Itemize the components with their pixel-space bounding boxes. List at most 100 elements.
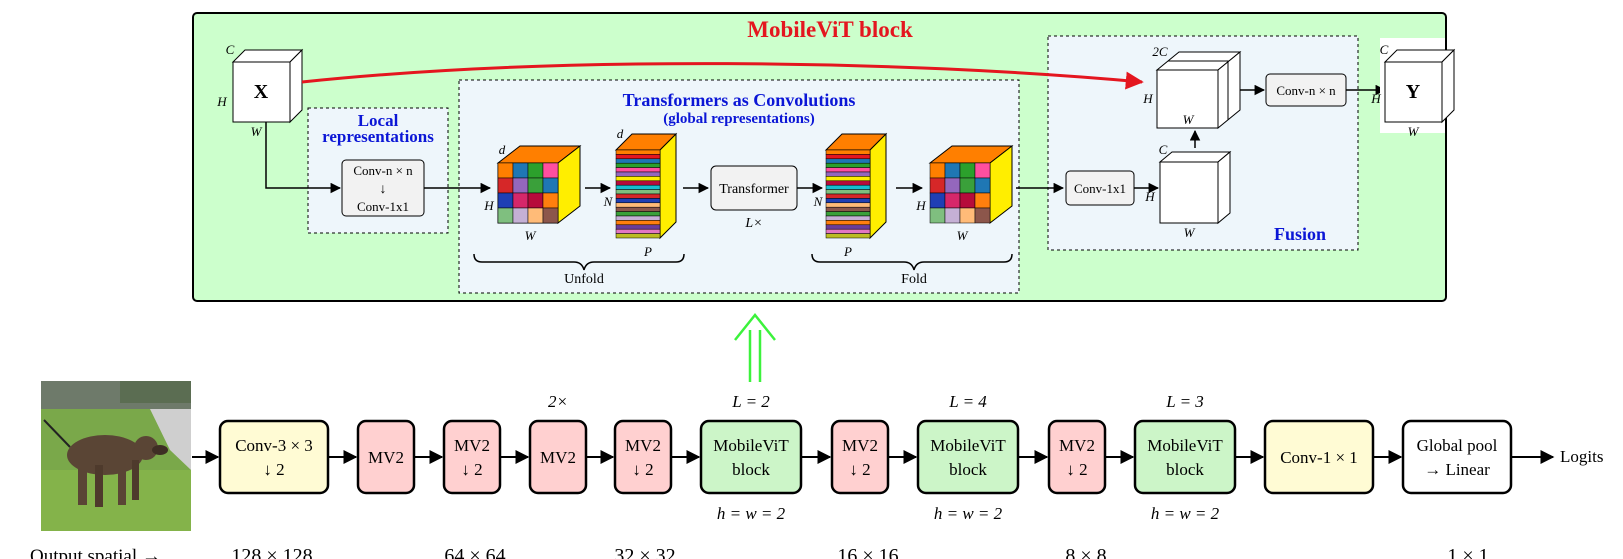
- patch-grid-cube-left: [496, 144, 582, 225]
- stack2-n-label: N: [813, 194, 824, 209]
- stage-above-8: L = 4: [948, 392, 987, 411]
- stage-box-6: [699, 419, 803, 495]
- stage-box-8: [916, 419, 1020, 495]
- stage-label-1: Conv-3 × 3: [235, 436, 313, 455]
- stack1-p-label: P: [643, 244, 652, 259]
- stage-label-6: MobileViT: [713, 436, 789, 455]
- stage-sublabel-7: ↓ 2: [849, 460, 870, 479]
- global-subtitle: (global representations): [663, 111, 815, 127]
- output-y-label: Y: [1406, 81, 1421, 103]
- spatial-size-6: 1 × 1: [1447, 545, 1488, 559]
- dog-photo: [41, 381, 191, 531]
- input-to-local-arrow: [265, 122, 342, 194]
- local-conv-bottom: Conv-1x1: [357, 199, 409, 214]
- stage-sublabel-12: → Linear: [1424, 460, 1490, 479]
- stage-box-3: [442, 419, 502, 495]
- stage-label-9: MV2: [1059, 436, 1095, 455]
- spatial-size-4: 16 × 16: [837, 545, 898, 559]
- stage-box-10: [1133, 419, 1237, 495]
- fusion-local-h: H: [1144, 189, 1155, 204]
- stage-label-5: MV2: [625, 436, 661, 455]
- stage-below-6: h = w = 2: [717, 504, 786, 523]
- fusion-title: Fusion: [1274, 224, 1326, 244]
- stage-above-4: 2×: [548, 392, 568, 411]
- fusion-concat-c: 2C: [1152, 44, 1168, 59]
- output-spatial-label: Output spatial →: [30, 546, 161, 559]
- cube1-d-label: d: [499, 142, 506, 157]
- stack1-d-label: d: [617, 126, 624, 141]
- fold-label: Fold: [901, 272, 927, 287]
- local-conv-top: Conv-n × n: [353, 163, 413, 178]
- fusion-convn-label: Conv-n × n: [1276, 83, 1336, 98]
- cube2-w-label: W: [957, 228, 969, 243]
- spatial-sizes: 128 × 128 64 × 64 32 × 32 16 × 16 8 × 8 1 × 1: [231, 545, 1488, 559]
- output-w-label: W: [1408, 124, 1420, 139]
- fusion-concat-cube: [1155, 50, 1242, 130]
- input-h-label: H: [216, 94, 227, 109]
- stage-sublabel-8: block: [949, 460, 987, 479]
- spatial-size-1: 128 × 128: [231, 545, 312, 559]
- input-w-label: W: [251, 124, 263, 139]
- stage-above-10: L = 3: [1165, 392, 1204, 411]
- stage-box-9: [1047, 419, 1107, 495]
- stack1-n-label: N: [603, 194, 614, 209]
- output-h-label: H: [1370, 91, 1381, 106]
- block-title: MobileViT block: [747, 17, 913, 42]
- patch-stack-left: [614, 132, 678, 240]
- unfold-brace: [473, 253, 685, 271]
- patch-stack-right: [824, 132, 888, 240]
- fold-brace: [811, 253, 1013, 271]
- stage-below-10: h = w = 2: [1151, 504, 1220, 523]
- fusion-local-w: W: [1184, 225, 1196, 240]
- stage-above-6: L = 2: [731, 392, 770, 411]
- stage-box-1: [218, 419, 330, 495]
- local-title-line1: Local: [358, 111, 399, 130]
- fusion-concat-w: W: [1183, 112, 1195, 127]
- cube2-h-label: H: [915, 198, 926, 213]
- patch-grid-cube-right: [928, 144, 1014, 225]
- stage-box-12: [1401, 419, 1513, 495]
- logits-label: Logits: [1560, 447, 1603, 466]
- input-cube-x: [231, 48, 304, 124]
- stage-sublabel-6: block: [732, 460, 770, 479]
- stage-sublabel-3: ↓ 2: [461, 460, 482, 479]
- stage-label-4: MV2: [540, 448, 576, 467]
- stage-label-11: Conv-1 × 1: [1280, 448, 1358, 467]
- stage-label-10: MobileViT: [1147, 436, 1223, 455]
- fusion-local-cube: [1158, 150, 1232, 225]
- stage-sublabel-1: ↓ 2: [263, 460, 284, 479]
- output-c-label: C: [1380, 42, 1389, 57]
- local-title-line2: representations: [322, 127, 434, 146]
- stage-below-8: h = w = 2: [934, 504, 1003, 523]
- transformer-label: Transformer: [719, 182, 789, 197]
- input-x-label: X: [254, 81, 269, 103]
- stage-label-8: MobileViT: [930, 436, 1006, 455]
- stage-sublabel-5: ↓ 2: [632, 460, 653, 479]
- cube1-w-label: W: [525, 228, 537, 243]
- stage-label-2: MV2: [368, 448, 404, 467]
- stage-label-7: MV2: [842, 436, 878, 455]
- skip-connection-arrow: [301, 62, 1144, 90]
- unfold-label: Unfold: [564, 272, 604, 287]
- stage-sublabel-10: block: [1166, 460, 1204, 479]
- cube1-h-label: H: [483, 198, 494, 213]
- input-c-label: C: [226, 42, 235, 57]
- spatial-size-3: 32 × 32: [614, 545, 675, 559]
- output-cube-y: [1383, 48, 1456, 124]
- stage-box-5: [613, 419, 673, 495]
- stage-sublabel-9: ↓ 2: [1066, 460, 1087, 479]
- spatial-size-2: 64 × 64: [444, 545, 505, 559]
- global-title: Transformers as Convolutions: [623, 90, 856, 110]
- stage-box-7: [830, 419, 890, 495]
- fusion-concat-h: H: [1142, 91, 1153, 106]
- stage-label-12: Global pool: [1417, 436, 1498, 455]
- local-conv-arrow: ↓: [380, 182, 387, 197]
- transformer-repeat: L×: [744, 216, 762, 231]
- spatial-size-5: 8 × 8: [1065, 545, 1106, 559]
- stack2-p-label: P: [843, 244, 852, 259]
- stage-label-3: MV2: [454, 436, 490, 455]
- fusion-conv1x1-label: Conv-1x1: [1074, 181, 1126, 196]
- fusion-local-c: C: [1159, 142, 1168, 157]
